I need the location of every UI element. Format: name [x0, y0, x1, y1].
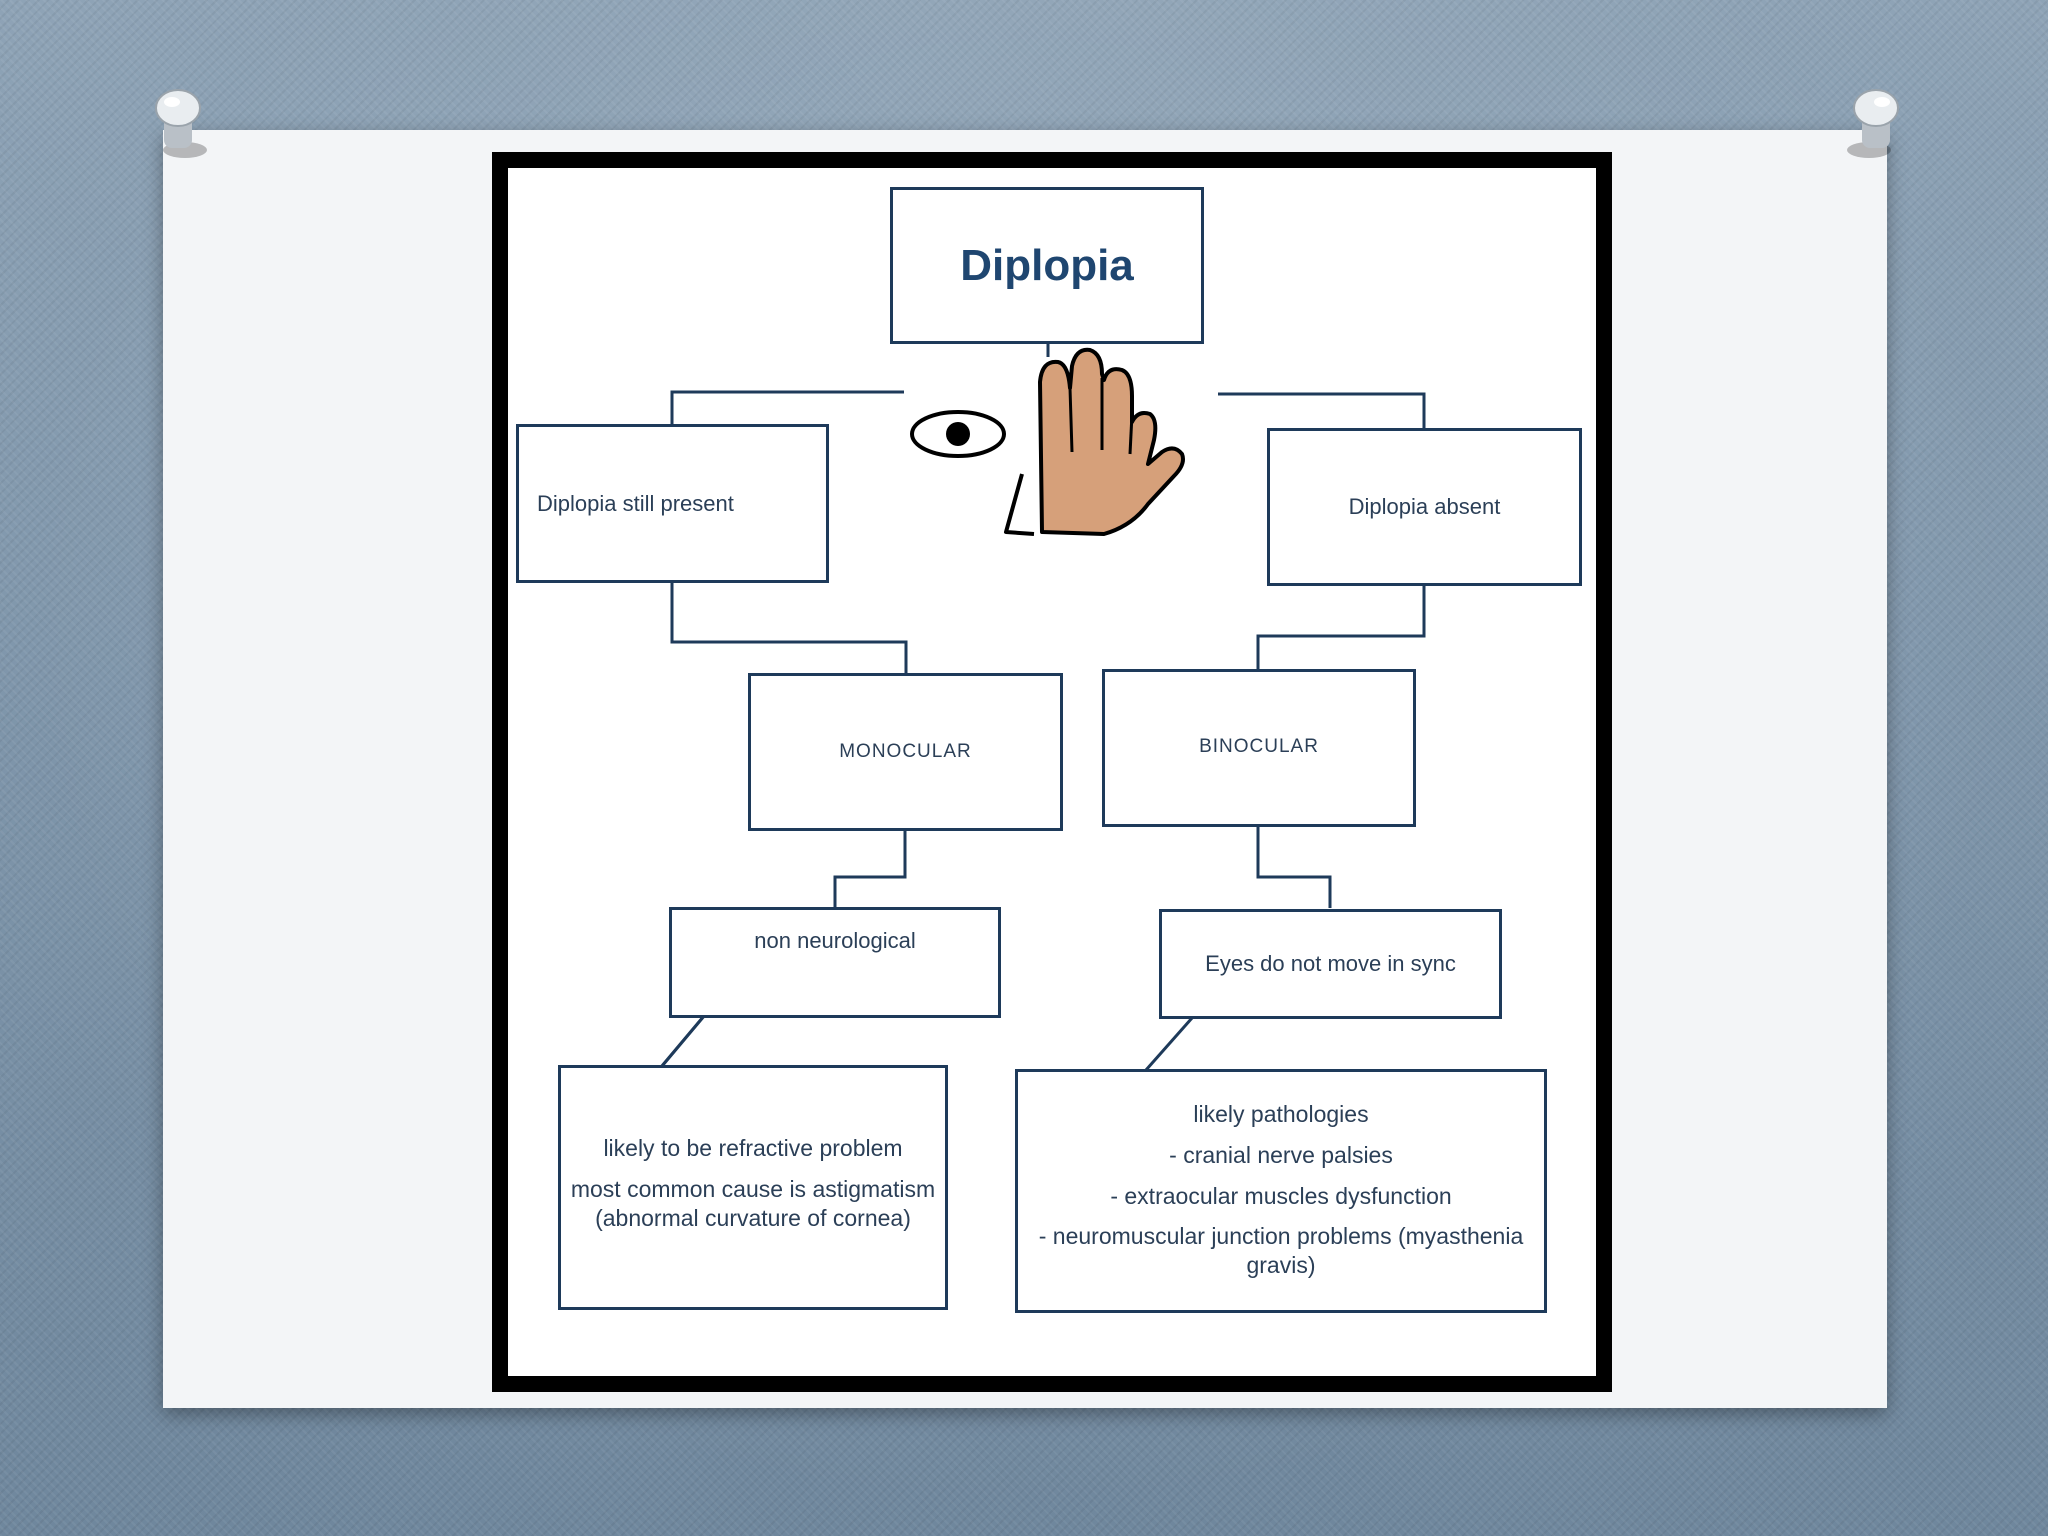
monocular-label: MONOCULAR — [839, 741, 972, 762]
binocular-box: BINOCULAR — [1102, 669, 1416, 827]
eyes-not-in-sync-label: Eyes do not move in sync — [1205, 951, 1456, 976]
diagram-frame: Diplopia Diplopia still present Diplopia… — [492, 152, 1612, 1392]
binocular-detail-line-1: likely pathologies — [1193, 1101, 1369, 1127]
connector-root-left — [670, 390, 904, 425]
binocular-detail-line-2: - cranial nerve palsies — [1169, 1141, 1393, 1168]
eye-icon — [910, 410, 1006, 458]
monocular-detail-box: likely to be refractive problem most com… — [558, 1065, 948, 1310]
eyes-not-in-sync-box: Eyes do not move in sync — [1159, 909, 1502, 1019]
binocular-detail-line-3: - extraocular muscles dysfunction — [1110, 1182, 1452, 1209]
push-pin-icon — [155, 89, 207, 158]
diplopia-root-box: Diplopia — [890, 187, 1204, 344]
connector-monocular-nonneuro — [833, 830, 907, 908]
diplopia-still-present-box: Diplopia still present — [516, 424, 829, 583]
push-pin-icon — [1847, 89, 1899, 158]
binocular-detail-line-5: gravis) — [1246, 1252, 1316, 1278]
monocular-detail-line-3: (abnormal curvature of cornea) — [595, 1204, 911, 1231]
connector-eyes-detail — [1144, 1017, 1194, 1071]
diplopia-absent-label: Diplopia absent — [1348, 494, 1501, 519]
hand-finger-lines — [1068, 378, 1134, 455]
diplopia-absent-box: Diplopia absent — [1267, 428, 1582, 586]
nose-outline-icon — [1004, 473, 1035, 536]
non-neurological-box: non neurological — [669, 907, 1001, 1018]
diplopia-title: Diplopia — [960, 240, 1134, 290]
non-neurological-label: non neurological — [754, 928, 916, 953]
binocular-detail-box: likely pathologies - cranial nerve palsi… — [1015, 1069, 1547, 1313]
monocular-detail-line-1: likely to be refractive problem — [603, 1135, 903, 1161]
monocular-detail-line-2: most common cause is astigmatism — [570, 1175, 936, 1202]
diplopia-still-present-label: Diplopia still present — [537, 490, 734, 516]
hand-covering-eye-icon — [1038, 347, 1185, 536]
connector-root-right — [1218, 392, 1426, 428]
diagram-connectors — [660, 342, 1426, 1071]
connector-binocular-eyes — [1256, 826, 1332, 908]
binocular-label: BINOCULAR — [1199, 736, 1319, 757]
monocular-box: MONOCULAR — [748, 673, 1063, 831]
binocular-detail-line-4: - neuromuscular junction problems (myast… — [1038, 1223, 1524, 1250]
connector-absent-binocular — [1256, 584, 1426, 670]
connector-present-monocular — [670, 582, 908, 674]
